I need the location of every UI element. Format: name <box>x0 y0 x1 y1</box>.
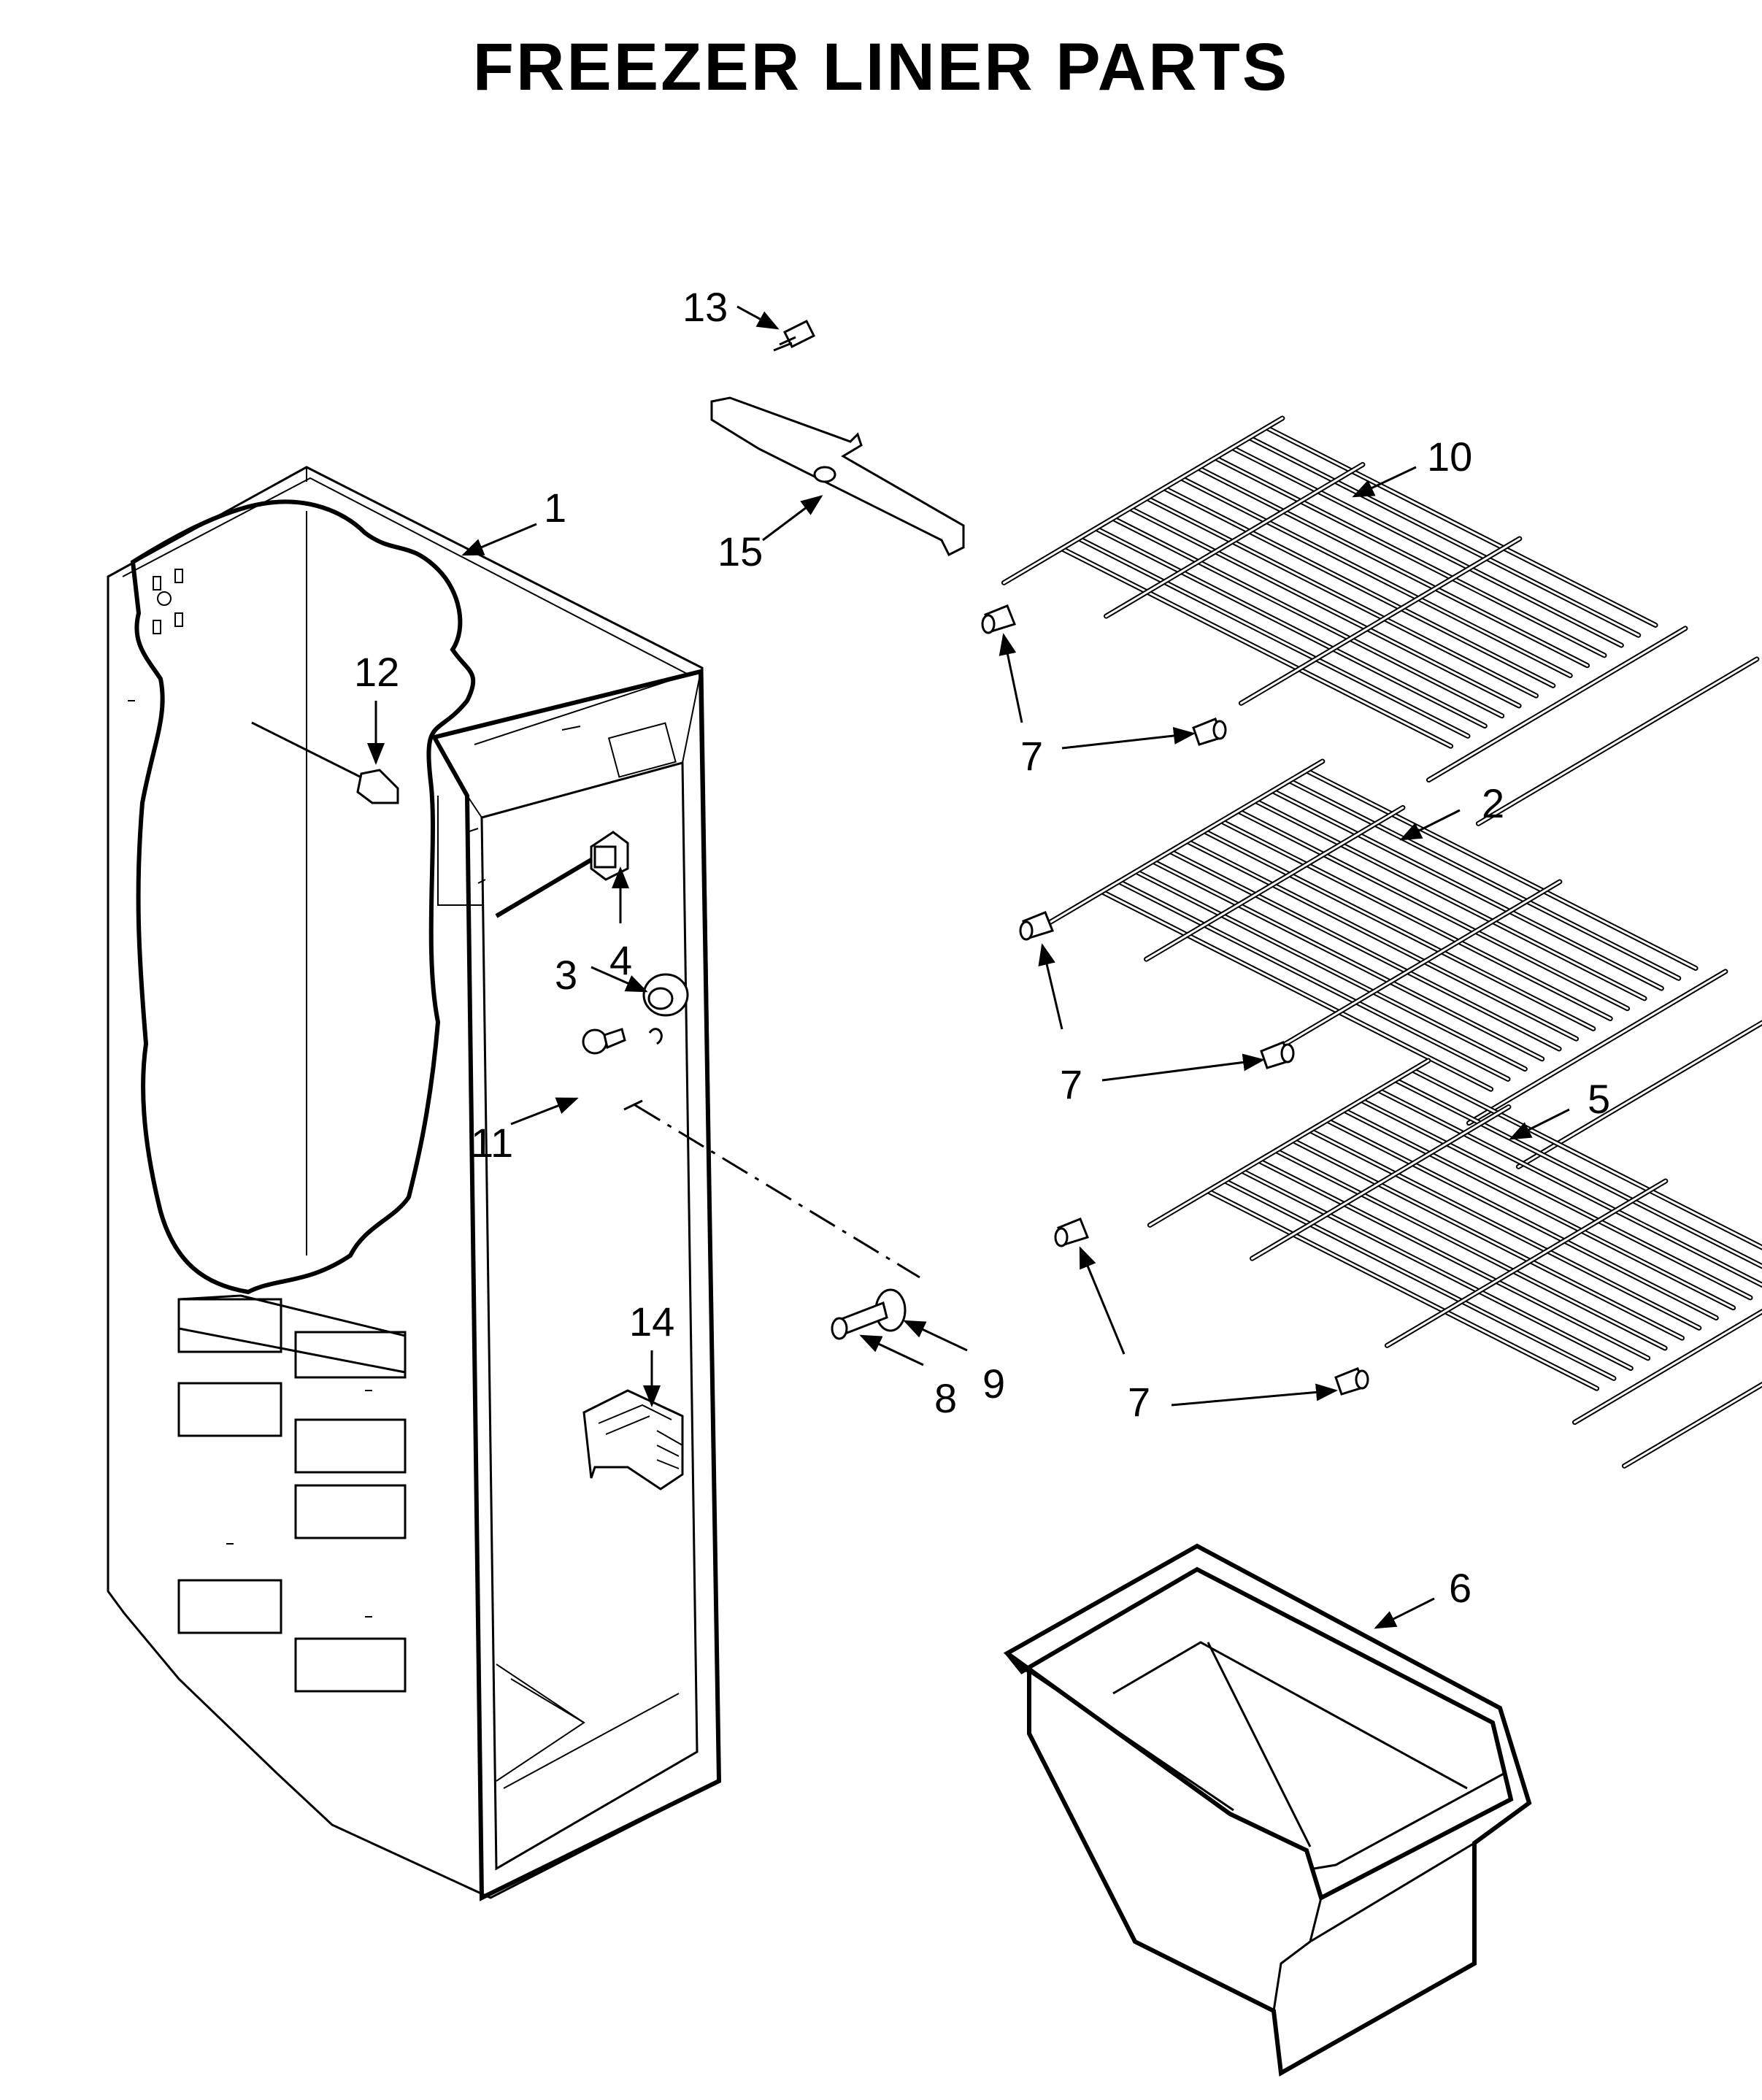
callout-7a: 7 <box>1020 733 1043 779</box>
callout-13: 13 <box>682 284 728 330</box>
callout-14: 14 <box>629 1299 674 1345</box>
callout-15: 15 <box>718 528 763 574</box>
callout-labels: 1 2 3 4 5 6 7 7 7 8 9 10 11 12 13 14 15 <box>354 284 1610 1611</box>
part-7-supports <box>981 604 1369 1396</box>
callout-11: 11 <box>471 1120 513 1166</box>
part-8-9-screw <box>831 1288 907 1340</box>
callout-7c: 7 <box>1128 1379 1150 1425</box>
callout-7b: 7 <box>1060 1061 1082 1107</box>
callout-10: 10 <box>1427 434 1472 480</box>
part-4-switch <box>495 831 629 918</box>
callout-6: 6 <box>1449 1565 1471 1611</box>
part-6-bin <box>1003 1543 1532 2077</box>
callout-1: 1 <box>544 485 566 531</box>
callout-12: 12 <box>354 649 399 695</box>
callout-4: 4 <box>609 937 632 983</box>
part-2-shelf <box>1041 758 1762 1169</box>
callout-9: 9 <box>982 1361 1005 1407</box>
part-15-bracket <box>710 396 965 557</box>
callout-5: 5 <box>1588 1076 1610 1122</box>
callout-2: 2 <box>1482 780 1504 826</box>
part-12-clip <box>251 721 399 804</box>
part-14-cover <box>582 1389 684 1491</box>
part-13-screw <box>773 319 816 352</box>
part-11-bulb <box>582 1028 663 1055</box>
callout-8: 8 <box>934 1375 957 1421</box>
part-3-knob <box>642 973 689 1017</box>
part-10-shelf <box>1001 415 1760 826</box>
freezer-liner <box>107 466 722 1901</box>
diagram-title: FREEZER LINER PARTS <box>472 30 1290 104</box>
part-5-shelf <box>1147 1058 1762 1469</box>
callout-3: 3 <box>555 952 577 998</box>
leader-lines <box>367 305 1570 1629</box>
